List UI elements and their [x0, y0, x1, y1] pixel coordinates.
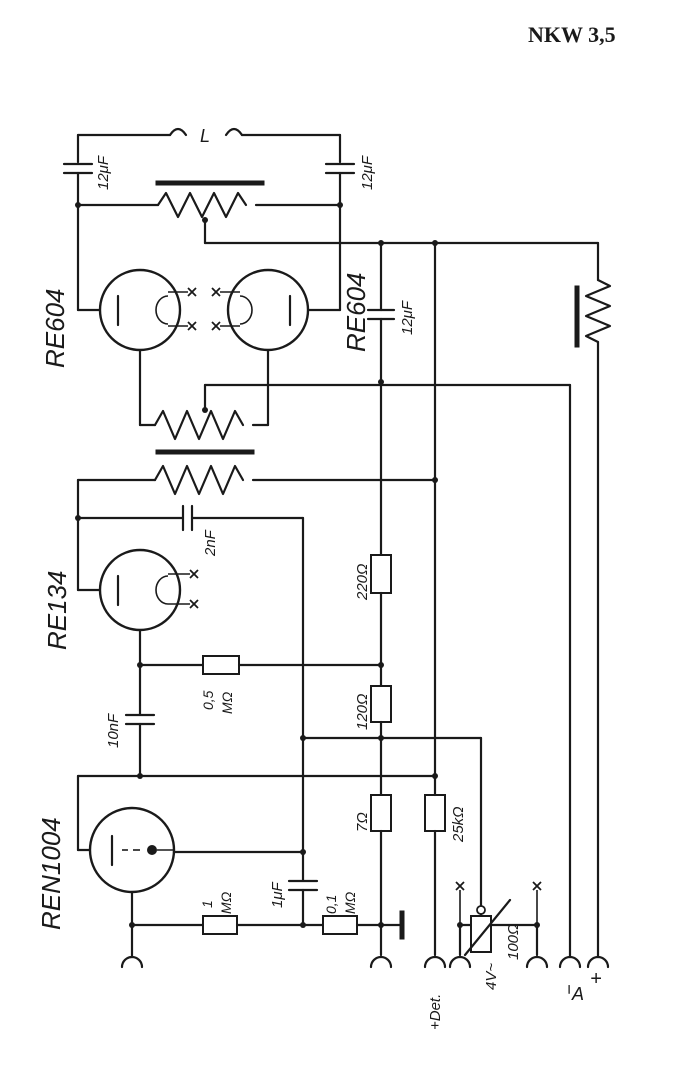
terminal-1[interactable]: [120, 955, 144, 969]
capacitor-top-right: 12μF: [324, 155, 376, 207]
choke-winding-top: [156, 191, 248, 219]
capacitor-1uf: 1μF: [269, 879, 319, 908]
tube-re134: RE134: [42, 548, 199, 651]
resistor-0-1m-value: 0,1: [323, 895, 339, 914]
capacitor-mid: 12μF: [366, 241, 416, 384]
resistor-220-label: 220Ω: [354, 564, 371, 601]
resistor-1m-value: 1: [199, 900, 215, 908]
capacitor-top-left: 12μF: [62, 155, 112, 207]
resistor-1m: 1 MΩ: [199, 891, 238, 935]
resistor-0-1m-unit: MΩ: [342, 891, 358, 914]
diagram-title: NKW 3,5: [528, 22, 616, 47]
resistor-220: 220Ω: [354, 554, 392, 601]
tube-label-re604-right: RE604: [341, 273, 371, 353]
terminal-ac-1[interactable]: [448, 955, 472, 969]
choke-winding-right: [584, 278, 612, 344]
terminal-a-minus-label: −: [559, 984, 579, 995]
terminal-a-plus-label: +: [590, 968, 602, 990]
resistor-0-5m-unit: MΩ: [219, 691, 235, 714]
resistor-7-label: 7Ω: [354, 812, 371, 832]
capacitor-10nf: 10nF: [105, 713, 156, 748]
tube-ren1004: REN1004: [36, 806, 176, 930]
terminal-det[interactable]: [423, 955, 447, 969]
terminal-a-minus[interactable]: [558, 955, 582, 969]
cap-10nf-label: 10nF: [105, 713, 122, 748]
transformer-primary: [153, 464, 245, 496]
terminals: [120, 953, 610, 969]
tube-label-re604-left: RE604: [40, 289, 70, 369]
resistor-0-1m: 0,1 MΩ: [322, 891, 358, 935]
terminal-a-label: A: [571, 984, 584, 1004]
resistor-120: 120Ω: [354, 685, 392, 730]
ac-supply-label: 4V~: [483, 963, 500, 990]
resistor-0-5m-value: 0,5: [200, 690, 216, 710]
inductor-label: L: [200, 126, 210, 146]
cap-2nf-label: 2nF: [202, 529, 219, 557]
terminal-det-label: +Det.: [427, 994, 444, 1030]
cap-top-left-label: 12μF: [95, 155, 112, 190]
terminal-ac-2[interactable]: [525, 955, 549, 969]
resistor-7: 7Ω: [354, 794, 392, 832]
resistor-1m-unit: MΩ: [218, 891, 234, 914]
tube-label-re134: RE134: [42, 571, 72, 651]
tube-re604-right: RE604: [211, 268, 371, 353]
potentiometer-100: 100Ω: [463, 898, 522, 960]
resistor-25k-label: 25kΩ: [450, 806, 467, 843]
resistor-0-5m: 0,5 MΩ: [200, 655, 240, 714]
cap-1uf-label: 1μF: [269, 881, 286, 908]
pot-100-label: 100Ω: [505, 924, 522, 960]
terminal-a-plus[interactable]: [586, 955, 610, 969]
inductor-l: L: [76, 126, 342, 164]
cap-mid-label: 12μF: [399, 300, 416, 335]
tube-label-ren1004: REN1004: [36, 817, 66, 930]
resistor-25k: 25kΩ: [424, 794, 467, 843]
resistor-120-label: 120Ω: [354, 694, 371, 730]
cap-top-right-label: 12μF: [359, 155, 376, 190]
transformer-secondary: [153, 409, 245, 441]
tube-re604-left: RE604: [40, 268, 197, 369]
capacitor-2nf: 2nF: [181, 504, 219, 557]
terminal-2[interactable]: [369, 955, 393, 969]
